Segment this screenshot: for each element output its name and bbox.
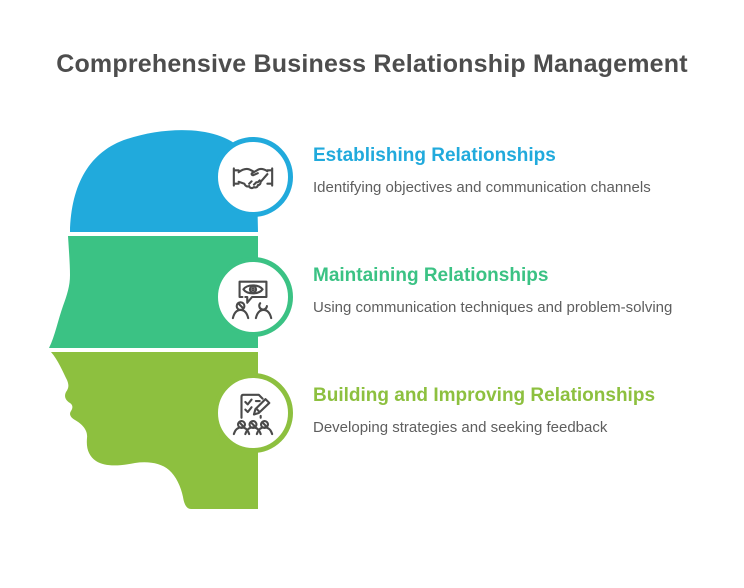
section-establishing: Establishing Relationships Identifying o…: [313, 144, 723, 197]
head-middle-section: [49, 236, 258, 348]
handshake-icon: [232, 167, 274, 190]
section-description-maintaining: Using communication techniques and probl…: [313, 299, 673, 316]
section-building: Building and Improving Relationships Dev…: [313, 384, 723, 437]
establishing-icon-badge: [213, 137, 293, 217]
vision-discussion-icon: [231, 280, 273, 320]
section-heading-building: Building and Improving Relationships: [313, 385, 656, 406]
head-bottom-section: [51, 352, 258, 509]
checklist-feedback-icon: [232, 393, 274, 436]
section-maintaining: Maintaining Relationships Using communic…: [313, 264, 723, 317]
section-description-building: Developing strategies and seeking feedba…: [313, 419, 608, 436]
section-description-establishing: Identifying objectives and communication…: [313, 179, 651, 196]
page-title: Comprehensive Business Relationship Mana…: [56, 50, 688, 78]
section-heading-maintaining: Maintaining Relationships: [313, 265, 549, 286]
maintaining-icon-badge: [213, 257, 293, 337]
section-heading-establishing: Establishing Relationships: [313, 145, 556, 166]
building-icon-badge: [213, 373, 293, 453]
head-top-section: [70, 130, 258, 232]
